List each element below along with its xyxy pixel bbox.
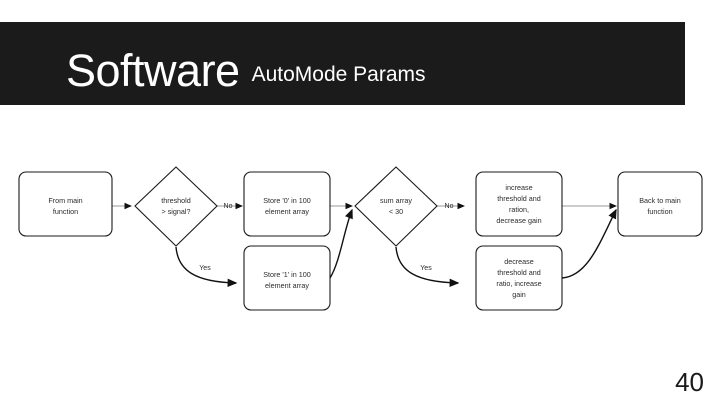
edge-label-threshold-no: No [224,203,233,210]
page-subtitle: AutoMode Params [251,63,426,86]
node-back-to-main-shape [617,171,703,237]
node-back-to-main[interactable]: Back to main function [617,171,703,237]
page-number: 40 [675,367,704,397]
node-store-one-line-0: Store '1' in 100 [263,270,311,279]
node-store-zero[interactable]: Store '0' in 100 element array [243,171,331,237]
node-back-to-main-line-0: Back to main [639,196,681,205]
node-store-zero-line-0: Store '0' in 100 [263,196,311,205]
node-increase-threshold[interactable]: increase threshold and ration, decrease … [475,171,563,237]
title-banner: Software AutoMode Params [0,22,685,105]
node-decrease-threshold[interactable]: decrease threshold and ratio, increase g… [475,245,563,311]
node-store-one-line-1: element array [265,281,309,290]
edge-label-threshold-yes: Yes [199,265,211,272]
flowchart-svg: From main function threshold > signal? S… [18,166,703,311]
node-sum-line-0: sum array [380,196,412,205]
edge-sum-yes-to-decrease [395,246,460,287]
node-threshold-line-0: threshold [161,196,191,205]
node-decrease-line-3: gain [512,290,526,299]
node-from-main-shape [18,171,113,237]
node-sum-decision-shape [354,166,438,247]
node-from-main-line-0: From main [48,196,82,205]
node-increase-threshold-shape [475,171,563,237]
node-threshold-line-1: > signal? [162,207,191,216]
page-title: Software [66,45,240,96]
node-store-zero-shape [243,171,331,237]
node-decrease-line-1: threshold and [497,268,541,277]
node-increase-line-3: decrease gain [496,216,541,225]
node-decrease-threshold-shape [475,245,563,311]
node-store-zero-line-1: element array [265,207,309,216]
node-from-main[interactable]: From main function [18,171,113,237]
node-sum-decision[interactable]: sum array < 30 [354,166,438,247]
node-threshold-decision-shape [134,166,218,247]
node-back-to-main-line-1: function [647,207,672,216]
node-increase-line-0: increase [505,183,532,192]
node-threshold-decision[interactable]: threshold > signal? [134,166,218,247]
node-from-main-line-1: function [53,207,78,216]
edge-label-sum-no: No [445,203,454,210]
node-store-one[interactable]: Store '1' in 100 element array [243,245,331,311]
edge-store-one-to-sum [329,208,353,279]
node-decrease-line-0: decrease [504,257,534,266]
edge-decrease-to-back-main [561,208,617,279]
node-increase-line-2: ration, [509,205,529,214]
node-store-one-shape [243,245,331,311]
node-increase-line-1: threshold and [497,194,541,203]
node-sum-line-1: < 30 [389,207,403,216]
edge-label-sum-yes: Yes [420,265,432,272]
edge-threshold-yes-to-store-one [175,246,238,287]
node-decrease-line-2: ratio, increase [496,279,541,288]
flowchart-diagram: From main function threshold > signal? S… [0,150,720,330]
